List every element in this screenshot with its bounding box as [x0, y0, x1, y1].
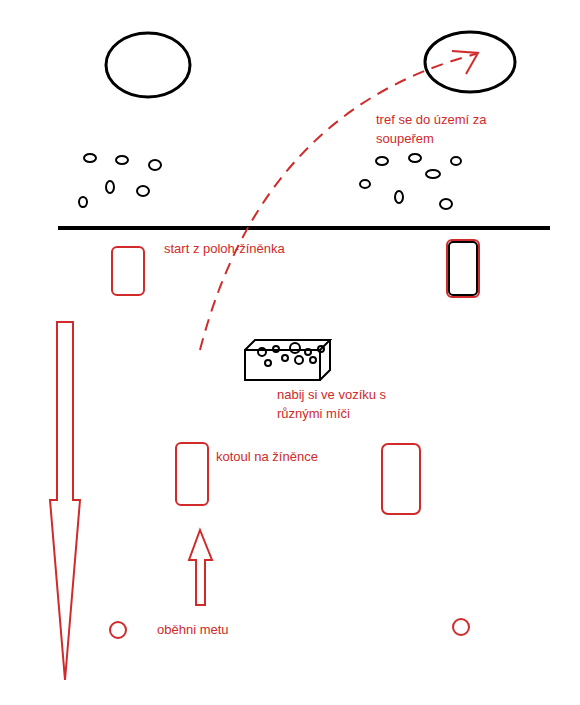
middle-line	[58, 226, 550, 230]
mat	[449, 242, 477, 295]
annotation-label: nabij si ve vozíku s různými míči	[277, 385, 422, 423]
ball	[149, 160, 161, 170]
throw-path	[200, 54, 476, 350]
cart-side	[245, 340, 330, 380]
ball	[426, 170, 440, 178]
cone	[110, 622, 126, 638]
ball	[440, 199, 452, 209]
ball	[290, 343, 300, 353]
annotation-label: tref se do území za soupeřem	[376, 110, 516, 148]
annotation-label: oběhni metu	[157, 620, 297, 639]
goal-ellipse	[425, 32, 515, 92]
direction-arrow	[50, 322, 80, 680]
arrow-head	[452, 51, 478, 74]
annotation-label: kotoul na žíněnce	[216, 447, 396, 466]
ball	[376, 157, 388, 165]
ball	[295, 356, 303, 364]
ball	[360, 180, 370, 188]
mat	[382, 444, 420, 514]
ball	[265, 360, 271, 366]
ball	[318, 346, 324, 352]
ball	[310, 357, 316, 363]
ball	[305, 349, 311, 355]
mat	[112, 247, 144, 295]
ball	[116, 156, 128, 164]
ball	[84, 154, 96, 162]
ball	[395, 191, 403, 203]
ball	[451, 157, 461, 165]
ball	[258, 348, 266, 356]
cart-front	[245, 350, 320, 380]
run-arrow	[189, 530, 212, 605]
ball	[282, 355, 288, 361]
ball	[79, 197, 87, 207]
annotation-label: start z poloh-žíněnka	[164, 239, 364, 258]
ball	[409, 154, 421, 162]
ball-group	[79, 154, 461, 209]
mat	[176, 443, 208, 505]
goal-ellipse	[106, 33, 190, 97]
ball	[106, 181, 114, 193]
ball-cart	[245, 340, 330, 380]
mat	[447, 240, 479, 297]
ball	[137, 186, 149, 196]
cone	[453, 619, 469, 635]
ball	[273, 346, 279, 352]
